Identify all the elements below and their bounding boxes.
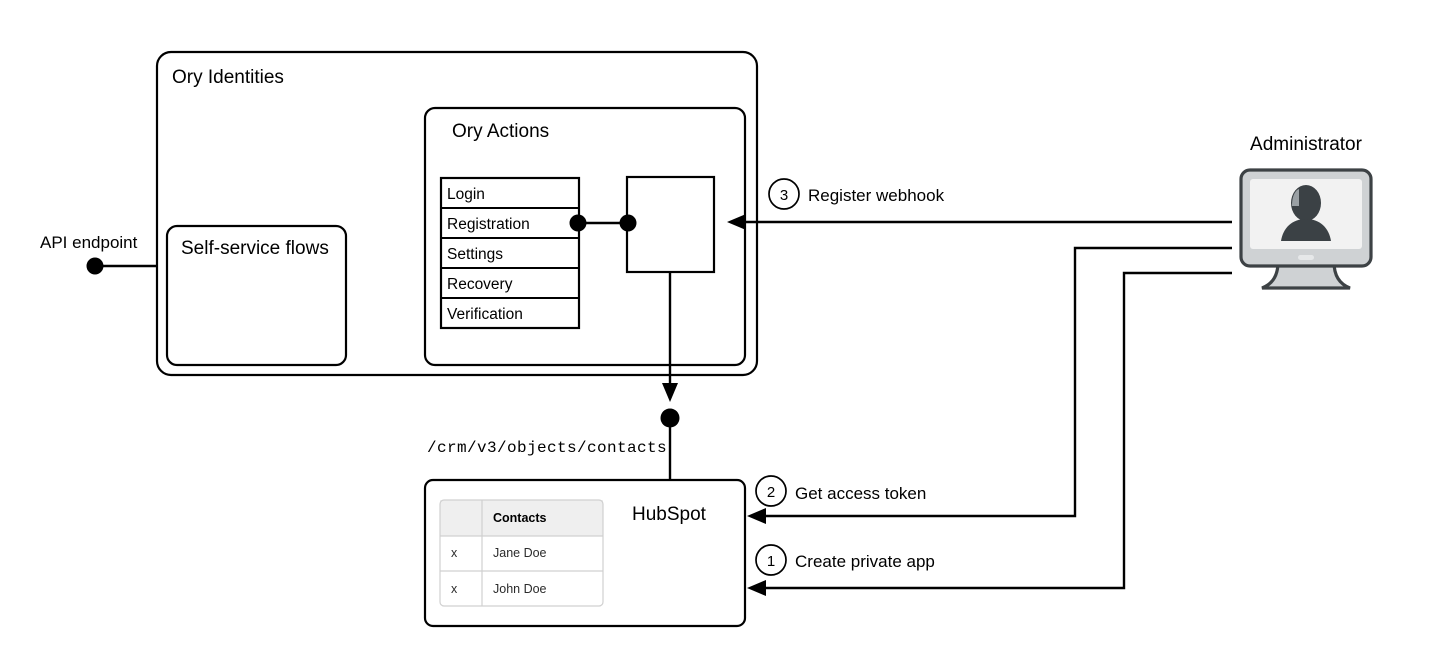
webhook-down-arrowhead — [662, 383, 678, 402]
actor-administrator: Administrator — [1239, 134, 1373, 290]
connector-step-2: 2 Get access token — [747, 246, 1232, 524]
flow-list: Login Registration Settings Recovery Ver… — [439, 176, 581, 330]
step-1-number-badge — [755, 544, 787, 576]
flow-list-item-login[interactable]: Login — [447, 186, 485, 203]
contacts-table-outline — [439, 499, 604, 607]
connector-api-endpoint: API endpoint — [40, 233, 157, 275]
contacts-table: Contacts x Jane Doe x John Doe — [439, 499, 604, 607]
step-1-arrowhead — [747, 580, 766, 596]
flow-list-item-registration[interactable]: Registration — [447, 216, 530, 233]
contacts-table-header-fill — [440, 500, 603, 536]
container-self-service-flows: Self-service flows — [165, 224, 348, 367]
step-2-line — [757, 246, 1232, 518]
flow-list-box — [439, 176, 581, 330]
contacts-table-row-selector[interactable]: x — [451, 546, 458, 560]
step-3-arrowhead — [727, 214, 746, 230]
monitor-stand — [1261, 260, 1351, 290]
step-3-number-badge — [768, 178, 800, 210]
self-service-flows-box — [165, 224, 348, 367]
user-silhouette-icon — [1281, 185, 1331, 241]
step-1-label: Create private app — [795, 552, 935, 571]
connector-registration-to-webhook — [569, 214, 637, 232]
flow-list-item-recovery[interactable]: Recovery — [447, 276, 513, 293]
connector-step-1: 1 Create private app — [747, 271, 1232, 596]
user-shoulders — [1281, 219, 1331, 241]
step-3-number: 3 — [780, 187, 788, 204]
step-2-arrowhead — [747, 508, 766, 524]
step-1-number: 1 — [767, 553, 775, 570]
ory-actions-title: Ory Actions — [452, 121, 549, 142]
step-2-number: 2 — [767, 484, 775, 501]
ory-identities-title: Ory Identities — [172, 67, 284, 88]
step-1-line — [757, 271, 1232, 590]
step-2-label: Get access token — [795, 484, 926, 503]
monitor-user-icon — [1239, 168, 1373, 290]
webhook-box — [625, 175, 716, 274]
api-path-label: /crm/v3/objects/contacts — [427, 439, 667, 457]
monitor-power-nub — [1298, 255, 1314, 260]
user-highlight — [1292, 189, 1299, 206]
step-2-number-badge — [755, 475, 787, 507]
hubspot-title: HubSpot — [632, 504, 707, 525]
flow-list-item-verification[interactable]: Verification — [447, 306, 523, 323]
webhook-endpoint-dot — [619, 214, 637, 232]
crm-endpoint-dot — [660, 408, 680, 428]
administrator-label: Administrator — [1250, 134, 1363, 155]
api-endpoint-label: API endpoint — [40, 233, 138, 252]
contacts-table-header-contacts: Contacts — [493, 511, 547, 525]
flow-list-item-settings[interactable]: Settings — [447, 246, 503, 263]
api-endpoint-dot — [86, 257, 104, 275]
step-3-label: Register webhook — [808, 186, 945, 205]
registration-endpoint-dot — [569, 214, 587, 232]
self-service-flows-title: Self-service flows — [181, 238, 329, 259]
contacts-table-row-name[interactable]: John Doe — [493, 582, 547, 596]
connector-step-3: 3 Register webhook — [727, 178, 1232, 230]
contacts-table-row-name[interactable]: Jane Doe — [493, 546, 547, 560]
connector-webhook-to-hubspot: /crm/v3/objects/contacts — [427, 272, 680, 481]
contacts-table-row-selector[interactable]: x — [451, 582, 458, 596]
